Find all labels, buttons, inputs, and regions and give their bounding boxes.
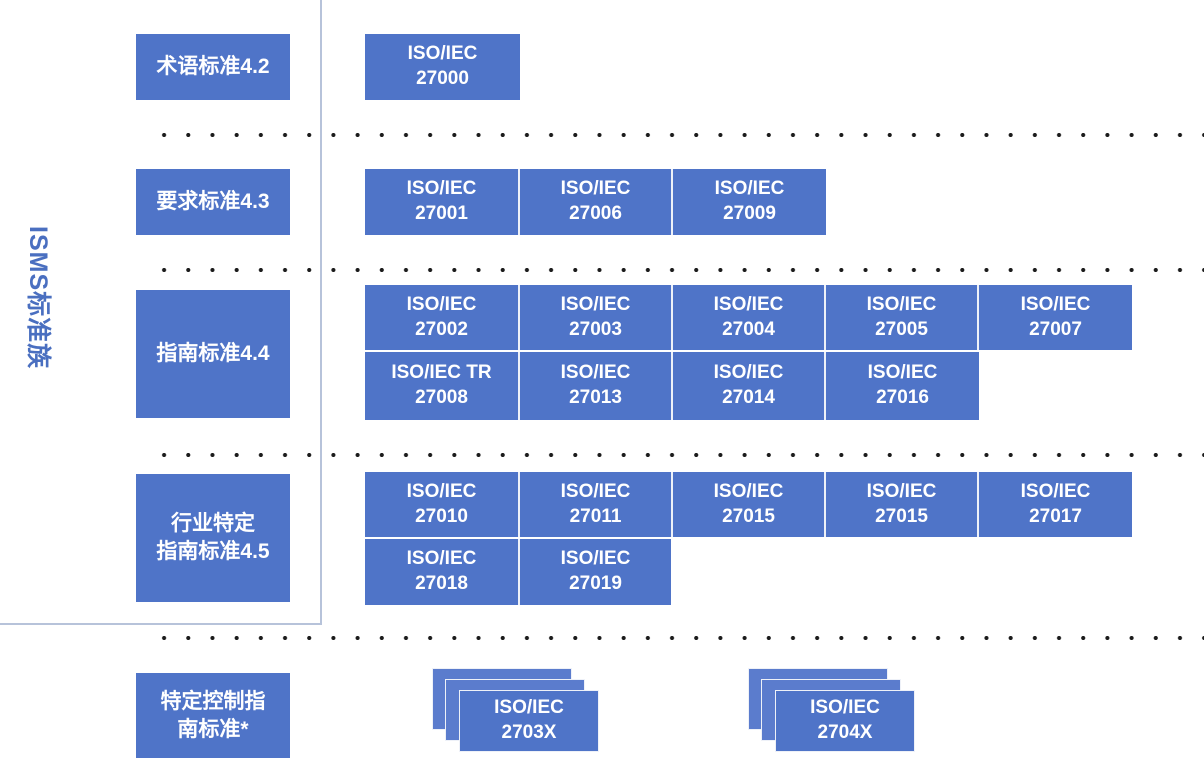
standard-number: 27019 bbox=[569, 573, 622, 594]
standard-box-27014[interactable]: ISO/IEC 27014 bbox=[673, 352, 826, 420]
standard-prefix: ISO/IEC bbox=[714, 178, 785, 200]
category-label-sector-specific[interactable]: 行业特定 指南标准4.5 bbox=[136, 474, 290, 602]
standard-prefix: ISO/IEC bbox=[713, 480, 784, 502]
standard-prefix: ISO/IEC bbox=[1020, 293, 1091, 315]
standard-box-27007[interactable]: ISO/IEC 27007 bbox=[979, 285, 1132, 350]
standard-prefix: ISO/IEC bbox=[866, 480, 937, 502]
standard-number: 27009 bbox=[723, 203, 776, 224]
standard-number: 27008 bbox=[415, 387, 468, 408]
standard-box-27017[interactable]: ISO/IEC 27017 bbox=[979, 472, 1132, 537]
standard-prefix: ISO/IEC bbox=[560, 362, 631, 384]
standard-prefix: ISO/IEC bbox=[560, 548, 631, 570]
standard-box-27016[interactable]: ISO/IEC 27016 bbox=[826, 352, 979, 420]
standard-prefix: ISO/IEC bbox=[866, 293, 937, 315]
standard-prefix: ISO/IEC bbox=[560, 480, 631, 502]
standard-stack-2704x[interactable]: ISO/IEC 2704X bbox=[748, 668, 915, 752]
standard-prefix: ISO/IEC bbox=[1020, 480, 1091, 502]
standard-prefix: ISO/IEC bbox=[560, 293, 631, 315]
standard-prefix: ISO/IEC bbox=[406, 548, 477, 570]
standard-prefix: ISO/IEC bbox=[406, 293, 477, 315]
standard-box-27009[interactable]: ISO/IEC 27009 bbox=[673, 169, 826, 235]
standard-prefix: ISO/IEC bbox=[713, 293, 784, 315]
standard-prefix: ISO/IEC bbox=[867, 362, 938, 384]
standard-box-27011[interactable]: ISO/IEC 27011 bbox=[520, 472, 673, 537]
standard-number: 27001 bbox=[415, 203, 468, 224]
standard-prefix: ISO/IEC bbox=[406, 178, 477, 200]
standard-prefix: ISO/IEC bbox=[810, 697, 880, 719]
standard-number: 27018 bbox=[415, 573, 468, 594]
standard-box-27003[interactable]: ISO/IEC 27003 bbox=[520, 285, 673, 350]
standard-number: 27007 bbox=[1029, 318, 1082, 340]
category-label-requirements[interactable]: 要求标准4.3 bbox=[136, 169, 290, 235]
standard-box-27015-b[interactable]: ISO/IEC 27015 bbox=[826, 472, 979, 537]
standard-box-27005[interactable]: ISO/IEC 27005 bbox=[826, 285, 979, 350]
isms-scope-frame bbox=[0, 0, 322, 625]
standard-number: 27015 bbox=[722, 505, 775, 527]
standard-box-27002[interactable]: ISO/IEC 27002 bbox=[365, 285, 520, 350]
standard-number: 27006 bbox=[569, 203, 622, 224]
standard-number: 27003 bbox=[569, 318, 622, 340]
isms-family-vertical-label: ISMS标准族 bbox=[24, 226, 52, 370]
standard-box-27004[interactable]: ISO/IEC 27004 bbox=[673, 285, 826, 350]
category-label-guidance[interactable]: 指南标准4.4 bbox=[136, 290, 290, 418]
standard-box-27001[interactable]: ISO/IEC 27001 bbox=[365, 169, 520, 235]
standard-box-27006[interactable]: ISO/IEC 27006 bbox=[520, 169, 673, 235]
standard-number: 27013 bbox=[569, 387, 622, 408]
standard-prefix: ISO/IEC bbox=[406, 480, 477, 502]
standard-number: 27011 bbox=[569, 505, 622, 527]
standard-box-27008[interactable]: ISO/IEC TR 27008 bbox=[365, 352, 520, 420]
standard-number: 2703X bbox=[501, 722, 557, 743]
standard-stack-2703x[interactable]: ISO/IEC 2703X bbox=[432, 668, 599, 752]
category-label-line1: 行业特定 bbox=[170, 512, 255, 536]
standard-box-27019[interactable]: ISO/IEC 27019 bbox=[520, 539, 671, 605]
row-separator-1 bbox=[152, 132, 1204, 138]
standard-number: 27017 bbox=[1029, 505, 1082, 527]
standard-number: 27010 bbox=[415, 505, 468, 527]
standard-number: 27000 bbox=[416, 68, 469, 89]
standard-prefix: ISO/IEC bbox=[494, 697, 564, 719]
category-label-line1: 特定控制指 bbox=[160, 689, 266, 713]
row-separator-2 bbox=[152, 267, 1204, 273]
standard-prefix: ISO/IEC bbox=[407, 43, 478, 65]
standard-number: 27014 bbox=[722, 387, 775, 408]
standard-prefix: ISO/IEC bbox=[560, 178, 631, 200]
standard-prefix: ISO/IEC TR bbox=[391, 362, 492, 384]
row-separator-3 bbox=[152, 452, 1204, 458]
standard-number: 27002 bbox=[415, 318, 468, 340]
category-label-line2: 南标准* bbox=[177, 717, 249, 741]
category-label-control-specific[interactable]: 特定控制指 南标准* bbox=[136, 673, 290, 758]
standard-prefix: ISO/IEC bbox=[713, 362, 784, 384]
standard-box-27010[interactable]: ISO/IEC 27010 bbox=[365, 472, 520, 537]
standard-box-27018[interactable]: ISO/IEC 27018 bbox=[365, 539, 520, 605]
standard-number: 2704X bbox=[817, 722, 873, 743]
standard-number: 27015 bbox=[875, 505, 928, 527]
category-label-terminology[interactable]: 术语标准4.2 bbox=[136, 34, 290, 100]
stack-card-front[interactable]: ISO/IEC 2703X bbox=[459, 690, 599, 752]
standard-box-27015-a[interactable]: ISO/IEC 27015 bbox=[673, 472, 826, 537]
standard-box-27000[interactable]: ISO/IEC 27000 bbox=[365, 34, 520, 100]
stack-card-front[interactable]: ISO/IEC 2704X bbox=[775, 690, 915, 752]
category-label-line2: 指南标准4.5 bbox=[156, 540, 270, 563]
standard-number: 27005 bbox=[875, 318, 928, 340]
standard-number: 27016 bbox=[876, 387, 929, 408]
standard-box-27013[interactable]: ISO/IEC 27013 bbox=[520, 352, 673, 420]
standard-number: 27004 bbox=[722, 318, 775, 340]
row-separator-4 bbox=[152, 635, 1204, 641]
